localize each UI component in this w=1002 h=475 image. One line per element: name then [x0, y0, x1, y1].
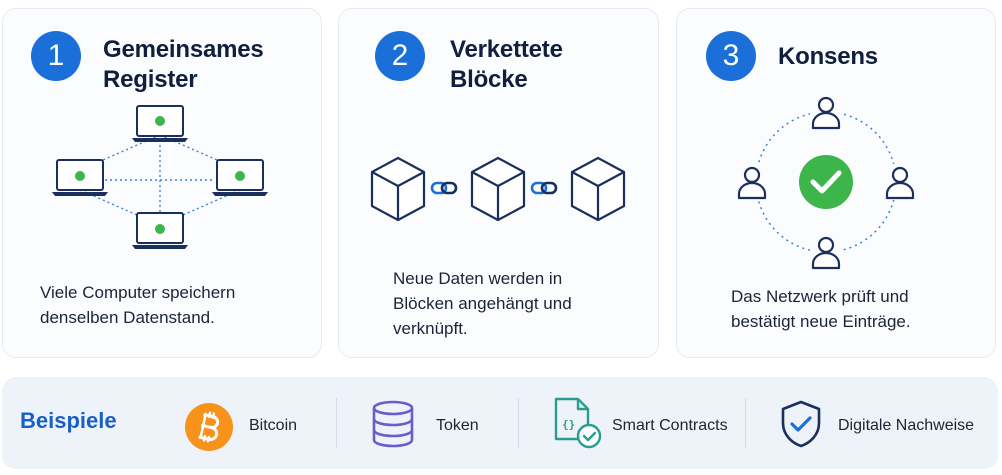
- card-description: Viele Computer speichern denselben Daten…: [40, 280, 235, 330]
- example-label: Smart Contracts: [612, 417, 728, 434]
- chain-link-icon: [530, 181, 558, 195]
- divider: [745, 398, 746, 448]
- desc-line: verknüpft.: [393, 319, 468, 338]
- divider: [336, 398, 337, 448]
- examples-bar: [2, 377, 998, 469]
- desc-line: denselben Datenstand.: [40, 308, 215, 327]
- card-title: Konsens: [778, 42, 878, 72]
- database-icon: [372, 400, 414, 448]
- block-icon: [470, 156, 526, 222]
- title-line: Blöcke: [450, 66, 528, 93]
- block-chain-illustration: [370, 156, 626, 222]
- step-number-badge: 2: [375, 31, 425, 81]
- desc-line: Neue Daten werden in: [393, 269, 563, 288]
- block-icon: [370, 156, 426, 222]
- title-line: Register: [103, 66, 198, 93]
- laptop-icon: [132, 105, 188, 142]
- step-number-badge: 3: [706, 31, 756, 81]
- card-description: Neue Daten werden in Blöcken angehängt u…: [393, 266, 572, 341]
- step-number-badge: 1: [31, 31, 81, 81]
- laptop-icon: [52, 159, 108, 196]
- example-label: Bitcoin: [249, 417, 298, 434]
- title-line: Konsens: [778, 43, 878, 70]
- laptop-icon: [132, 212, 188, 249]
- person-icon: [882, 162, 916, 202]
- laptop-icon: [212, 159, 268, 196]
- svg-text:{}: {}: [562, 418, 575, 431]
- card-description: Das Netzwerk prüft und bestätigt neue Ei…: [731, 284, 911, 334]
- examples-heading: Beispiele: [20, 408, 117, 433]
- example-label: Token: [436, 417, 479, 434]
- title-line: Verkettete: [450, 36, 563, 63]
- person-icon: [736, 162, 770, 202]
- desc-line: Das Netzwerk prüft und: [731, 287, 909, 306]
- chain-link-icon: [430, 181, 458, 195]
- person-icon: [808, 92, 844, 132]
- shield-check-icon: [781, 400, 821, 448]
- person-icon: [808, 232, 844, 272]
- card-title: Gemeinsames Register: [103, 35, 264, 95]
- block-icon: [570, 156, 626, 222]
- title-line: Gemeinsames: [103, 36, 264, 63]
- desc-line: Viele Computer speichern: [40, 283, 236, 302]
- consensus-illustration: [736, 92, 916, 272]
- network-computers-illustration: [52, 105, 268, 249]
- example-label: Digitale Nachweise: [838, 417, 975, 434]
- desc-line: bestätigt neue Einträge.: [731, 312, 911, 331]
- desc-line: Blöcken angehängt und: [393, 294, 572, 313]
- card-title: Verkettete Blöcke: [450, 35, 563, 95]
- check-circle-icon: [799, 155, 853, 209]
- divider: [518, 398, 519, 448]
- bitcoin-icon: [185, 403, 233, 451]
- contract-icon: {}: [554, 397, 602, 449]
